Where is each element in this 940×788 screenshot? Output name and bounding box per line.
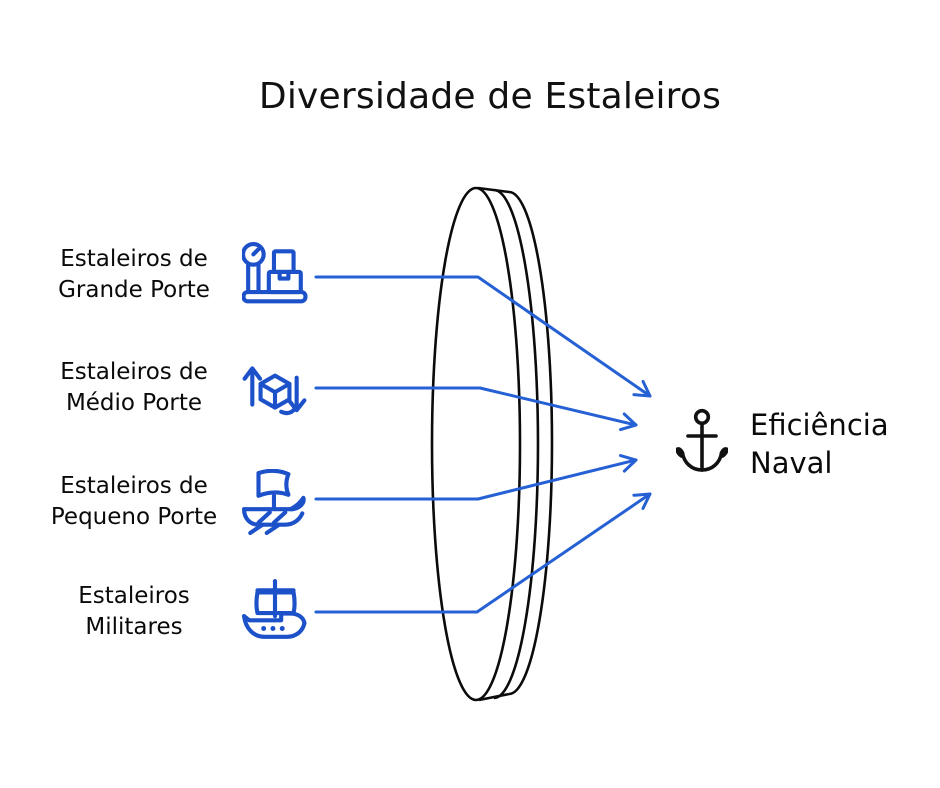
industrial-scale-icon (242, 242, 308, 304)
item-medio-porte: Estaleiros de Médio Porte (36, 352, 308, 424)
item-label: Estaleiros de Grande Porte (58, 246, 210, 303)
outcome-block: Eficiência Naval (676, 404, 889, 482)
arrow-medio-porte (314, 386, 638, 432)
lens-shape (430, 186, 554, 702)
item-label: Estaleiros de Médio Porte (60, 359, 208, 416)
arrow-pequeno-porte (314, 454, 638, 501)
military-ship-icon (242, 579, 307, 639)
arrow-militares (314, 492, 652, 614)
item-militares: Estaleiros Militares (36, 576, 308, 648)
item-grande-porte: Estaleiros de Grande Porte (36, 239, 308, 311)
flow-arrows (314, 275, 652, 614)
outcome-label: Eficiência Naval (750, 408, 889, 480)
anchor-icon (676, 408, 728, 472)
cube-resize-arrows-icon (242, 366, 307, 416)
item-label: Estaleiros de Pequeno Porte (50, 473, 218, 530)
item-pequeno-porte: Estaleiros de Pequeno Porte (36, 466, 308, 538)
item-label: Estaleiros Militares (78, 583, 190, 640)
page-title: Diversidade de Estaleiros (258, 76, 722, 117)
arrow-grande-porte (314, 275, 652, 398)
small-sailboat-icon (242, 469, 306, 535)
